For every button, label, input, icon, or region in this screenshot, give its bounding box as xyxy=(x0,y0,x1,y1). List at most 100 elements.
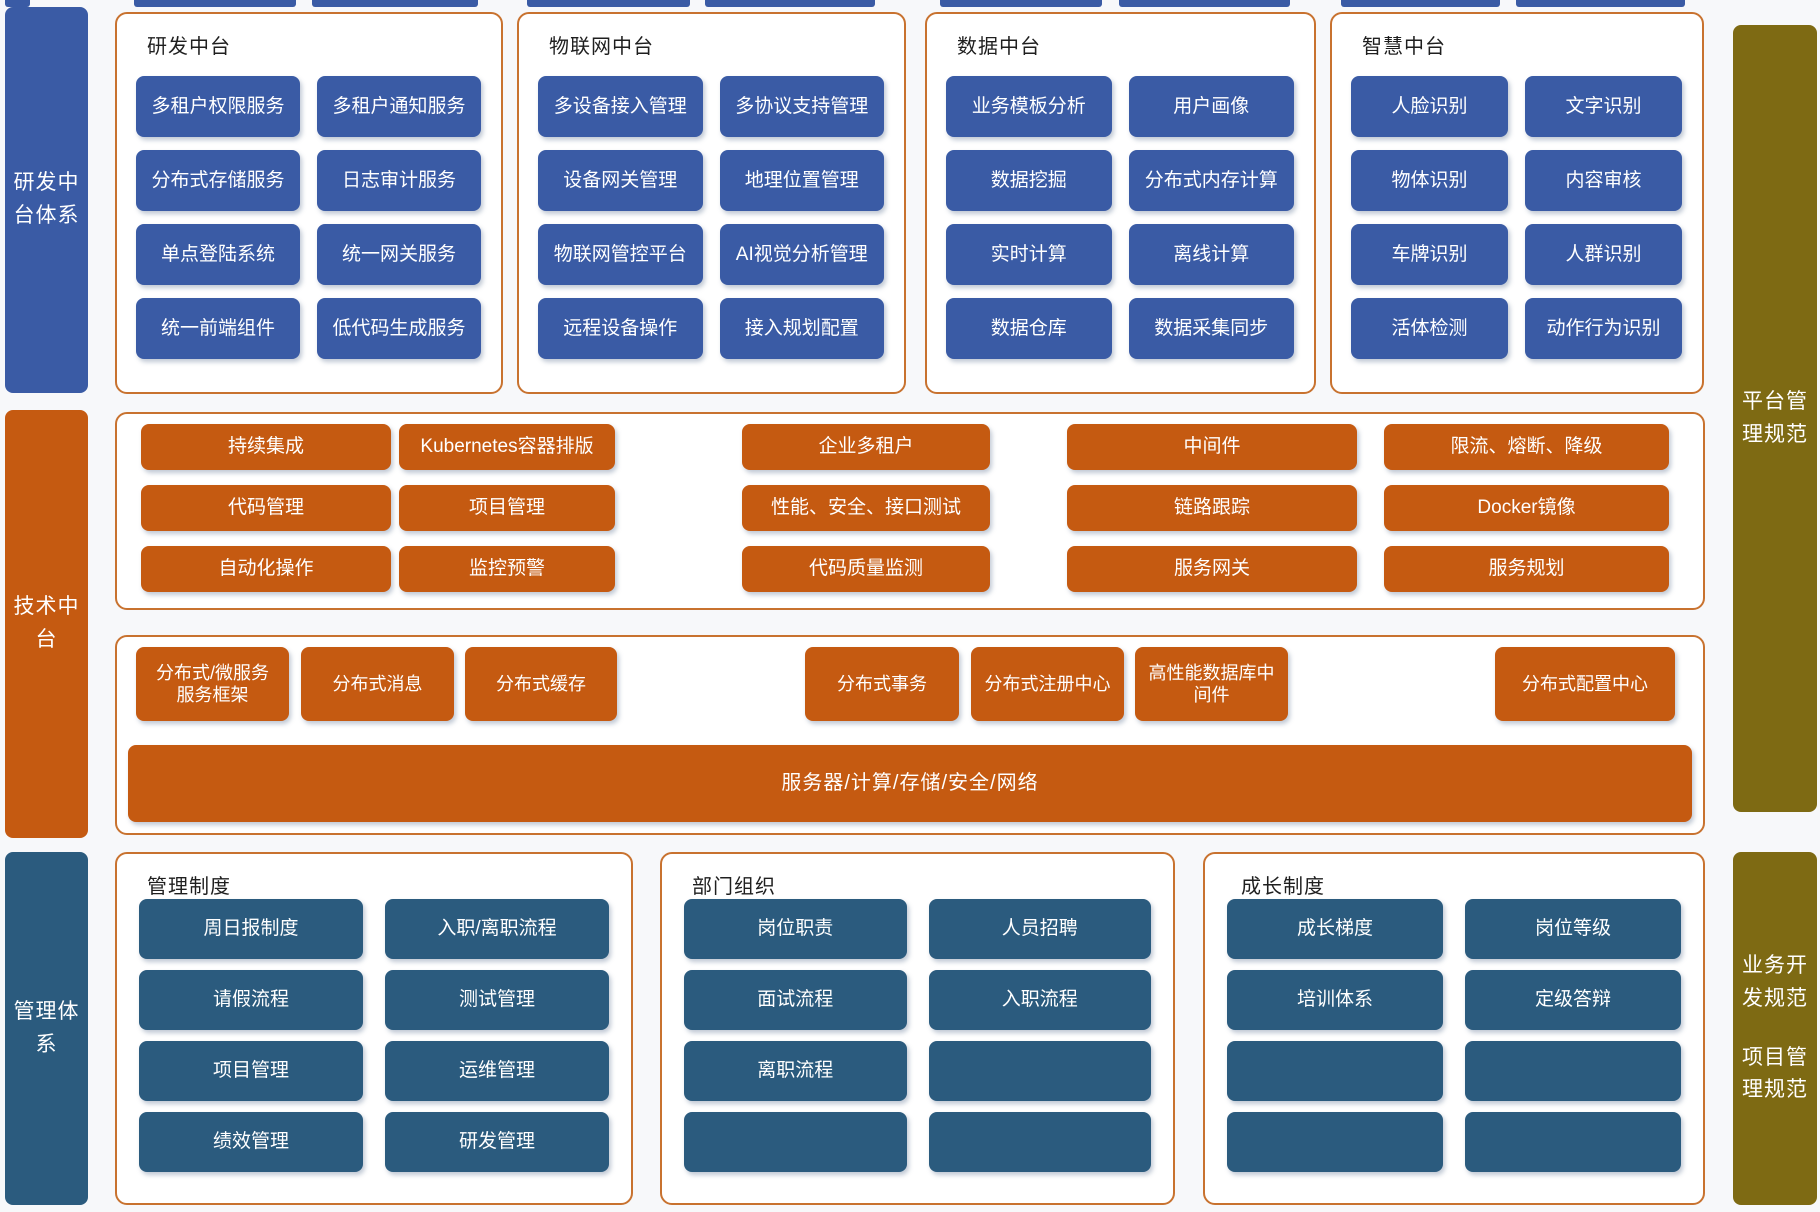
diagram-chip: 接入规划配置 xyxy=(719,298,884,359)
diagram-chip: 周日报制度 xyxy=(139,899,363,959)
diagram-chip: 分布式事务 xyxy=(805,647,959,721)
diagram-chip: 多设备接入管理 xyxy=(538,76,703,137)
diagram-chip: 业务模板分析 xyxy=(946,76,1112,137)
diagram-chip: 分布式缓存 xyxy=(465,647,617,721)
top-edge-fragment xyxy=(527,0,690,7)
diagram-chip: 项目管理 xyxy=(139,1041,363,1101)
rail-label: 平台管理规范 xyxy=(1742,389,1808,446)
chip-grid: 周日报制度 入职/离职流程 请假流程 测试管理 项目管理 运维管理 绩效管理 研… xyxy=(139,899,609,1172)
diagram-chip: 分布式/微服务服务框架 xyxy=(136,647,289,721)
diagram-chip: 服务规划 xyxy=(1384,546,1669,592)
rail-label: 业务开发规范 xyxy=(1742,954,1808,1010)
diagram-chip xyxy=(1227,1112,1443,1172)
diagram-chip: 链路跟踪 xyxy=(1067,485,1357,531)
diagram-chip: 数据仓库 xyxy=(946,298,1112,359)
rail-label: 研发中台体系 xyxy=(13,171,80,227)
diagram-chip: 人员招聘 xyxy=(928,899,1151,959)
group-dept-org: 部门组织 岗位职责 人员招聘 面试流程 入职流程 离职流程 xyxy=(660,852,1175,1205)
diagram-chip: 企业多租户 xyxy=(742,424,990,470)
diagram-chip: 多协议支持管理 xyxy=(719,76,884,137)
diagram-chip: 运维管理 xyxy=(385,1041,609,1101)
diagram-chip: 离线计算 xyxy=(1128,224,1294,285)
group-tech-tools: 持续集成 Kubernetes容器排版 企业多租户 中间件 限流、熔断、降级 代… xyxy=(115,412,1705,610)
diagram-chip: 内容审核 xyxy=(1525,150,1682,211)
diagram-chip: Docker镜像 xyxy=(1384,485,1669,531)
diagram-chip: 成长梯度 xyxy=(1227,899,1443,959)
left-rail-management: 管理体系 xyxy=(5,852,88,1205)
chip-grid: 多租户权限服务 多租户通知服务 分布式存储服务 日志审计服务 单点登陆系统 统一… xyxy=(136,76,481,359)
diagram-chip: 研发管理 xyxy=(385,1112,609,1172)
diagram-chip: 远程设备操作 xyxy=(538,298,703,359)
group-distributed-infra: 分布式/微服务服务框架 分布式消息 分布式缓存 分布式事务 分布式注册中心 高性… xyxy=(115,635,1705,835)
diagram-chip: 入职流程 xyxy=(928,970,1151,1030)
diagram-chip xyxy=(1465,1112,1681,1172)
group-mgmt-rules: 管理制度 周日报制度 入职/离职流程 请假流程 测试管理 项目管理 运维管理 绩… xyxy=(115,852,633,1205)
diagram-chip: 用户画像 xyxy=(1128,76,1294,137)
diagram-chip: 培训体系 xyxy=(1227,970,1443,1030)
diagram-chip: 数据挖掘 xyxy=(946,150,1112,211)
diagram-chip: 地理位置管理 xyxy=(719,150,884,211)
diagram-chip: 人群识别 xyxy=(1525,224,1682,285)
diagram-chip: 多租户权限服务 xyxy=(136,76,300,137)
diagram-chip: 动作行为识别 xyxy=(1525,298,1682,359)
diagram-chip: 中间件 xyxy=(1067,424,1357,470)
diagram-chip: 测试管理 xyxy=(385,970,609,1030)
diagram-chip: 统一网关服务 xyxy=(317,224,481,285)
top-edge-fragment xyxy=(312,0,478,7)
group-title: 成长制度 xyxy=(1241,876,1325,898)
diagram-chip xyxy=(928,1112,1151,1172)
diagram-chip: 单点登陆系统 xyxy=(136,224,300,285)
diagram-chip: 人脸识别 xyxy=(1351,76,1508,137)
diagram-chip: 高性能数据库中间件 xyxy=(1135,647,1288,721)
diagram-chip: 分布式注册中心 xyxy=(971,647,1124,721)
diagram-chip: 分布式配置中心 xyxy=(1495,647,1675,721)
group-data-platform: 数据中台 业务模板分析 用户画像 数据挖掘 分布式内存计算 实时计算 离线计算 … xyxy=(925,12,1316,394)
diagram-chip: 代码质量监测 xyxy=(742,546,990,592)
diagram-chip: Kubernetes容器排版 xyxy=(399,424,615,470)
rail-label: 技术中台 xyxy=(13,595,80,651)
diagram-chip xyxy=(1227,1041,1443,1101)
diagram-chip: 分布式存储服务 xyxy=(136,150,300,211)
diagram-chip: 数据采集同步 xyxy=(1128,298,1294,359)
diagram-chip: 多租户通知服务 xyxy=(317,76,481,137)
diagram-chip: 车牌识别 xyxy=(1351,224,1508,285)
diagram-chip xyxy=(684,1112,907,1172)
chip-grid: 人脸识别 文字识别 物体识别 内容审核 车牌识别 人群识别 活体检测 动作行为识… xyxy=(1351,76,1682,359)
diagram-chip: 低代码生成服务 xyxy=(317,298,481,359)
diagram-chip: 定级答辩 xyxy=(1465,970,1681,1030)
diagram-chip: AI视觉分析管理 xyxy=(719,224,884,285)
top-edge-fragment xyxy=(134,0,296,7)
diagram-chip: 物联网管控平台 xyxy=(538,224,703,285)
diagram-chip: 离职流程 xyxy=(684,1041,907,1101)
group-iot-platform: 物联网中台 多设备接入管理 多协议支持管理 设备网关管理 地理位置管理 物联网管… xyxy=(517,12,906,394)
diagram-chip: 岗位职责 xyxy=(684,899,907,959)
diagram-chip: 入职/离职流程 xyxy=(385,899,609,959)
right-rail-dev-spec: 业务开发规范 项目管理规范 xyxy=(1733,852,1817,1205)
diagram-chip: 日志审计服务 xyxy=(317,150,481,211)
diagram-chip: 统一前端组件 xyxy=(136,298,300,359)
diagram-chip: 实时计算 xyxy=(946,224,1112,285)
top-edge-fragment xyxy=(1341,0,1500,7)
group-title: 智慧中台 xyxy=(1362,36,1446,58)
diagram-chip: 面试流程 xyxy=(684,970,907,1030)
left-rail-tech-platform: 技术中台 xyxy=(5,410,88,838)
diagram-chip: 文字识别 xyxy=(1525,76,1682,137)
diagram-chip: 限流、熔断、降级 xyxy=(1384,424,1669,470)
rail-label: 项目管理规范 xyxy=(1742,1045,1808,1102)
chip-grid: 多设备接入管理 多协议支持管理 设备网关管理 地理位置管理 物联网管控平台 AI… xyxy=(538,76,884,359)
diagram-chip: 分布式内存计算 xyxy=(1128,150,1294,211)
right-rail-platform-spec: 平台管理规范 xyxy=(1733,25,1817,812)
diagram-chip: 性能、安全、接口测试 xyxy=(742,485,990,531)
rail-label: 管理体系 xyxy=(13,999,80,1056)
diagram-chip: 代码管理 xyxy=(141,485,391,531)
diagram-chip xyxy=(1465,1041,1681,1101)
group-rnd-platform: 研发中台 多租户权限服务 多租户通知服务 分布式存储服务 日志审计服务 单点登陆… xyxy=(115,12,503,394)
top-edge-fragment xyxy=(1516,0,1685,7)
top-edge-fragment xyxy=(705,0,875,7)
group-growth-rules: 成长制度 成长梯度 岗位等级 培训体系 定级答辩 xyxy=(1203,852,1705,1205)
diagram-chip: 监控预警 xyxy=(399,546,615,592)
diagram-chip: 岗位等级 xyxy=(1465,899,1681,959)
top-edge-fragment xyxy=(1119,0,1290,7)
diagram-chip: 请假流程 xyxy=(139,970,363,1030)
